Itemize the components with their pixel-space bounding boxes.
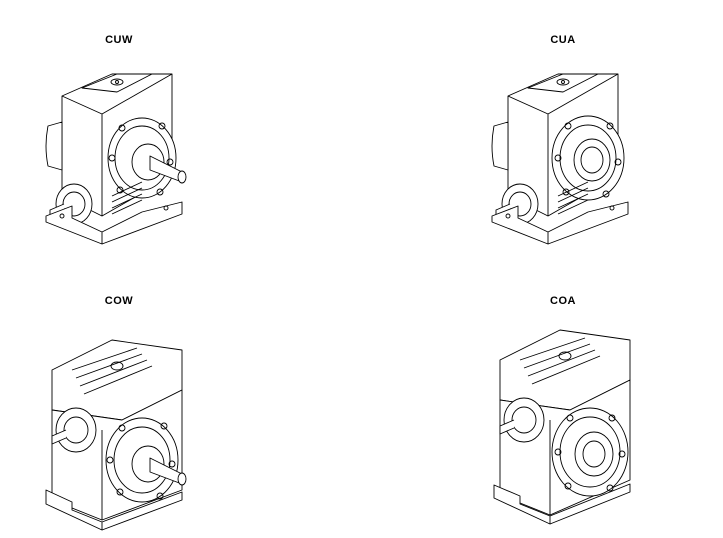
gearbox-drawing-cow (42, 330, 192, 531)
label-cow: COW (104, 295, 134, 307)
label-cua: CUA (550, 34, 576, 46)
gearbox-drawing-cuw (42, 66, 192, 256)
label-coa: COA (550, 295, 576, 307)
gearbox-drawing-cua (488, 66, 638, 256)
gearbox-drawing-coa (490, 320, 640, 525)
label-cuw: CUW (105, 34, 133, 46)
